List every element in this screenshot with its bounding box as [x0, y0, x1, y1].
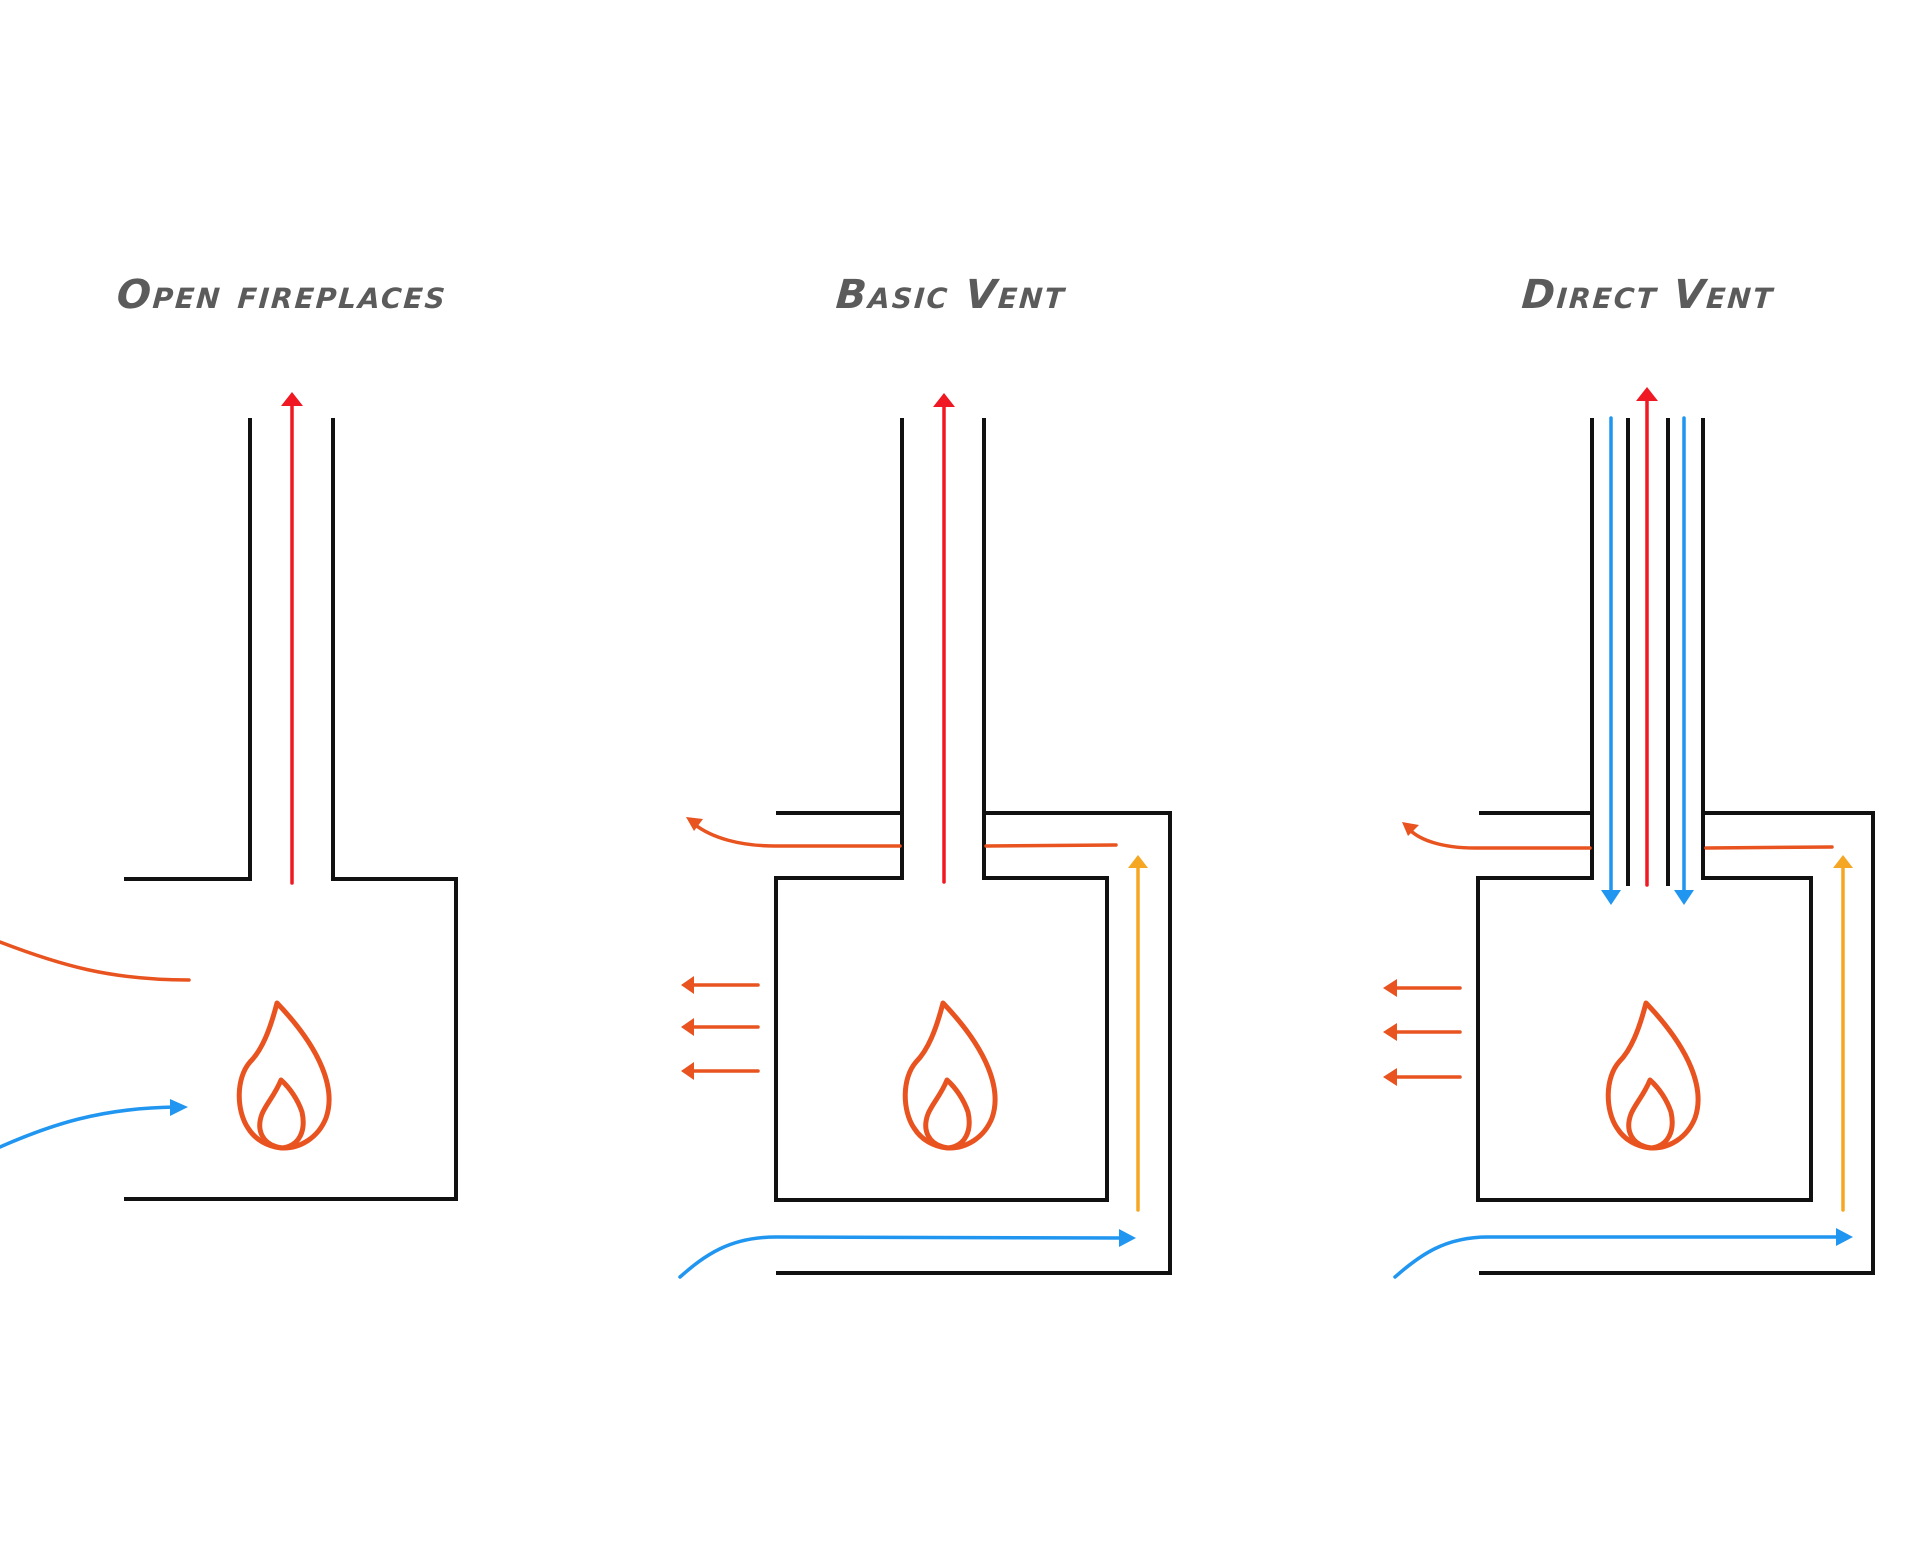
warm-air-out-curve — [0, 940, 191, 982]
heated-air-arrowhead-icon — [1833, 855, 1853, 868]
heated-air-arrowhead-icon — [1128, 855, 1148, 868]
flue-gas-arrow — [281, 392, 303, 885]
radiant-heat-arrowhead-icon — [1383, 1023, 1397, 1041]
flue-gas-arrow — [1636, 387, 1658, 887]
radiant-heat-arrowhead-icon — [681, 976, 694, 994]
heated-air-up-arrow — [1128, 855, 1148, 1212]
room-air-in-arrow — [0, 1099, 188, 1149]
warm-air-channel-line — [1704, 845, 1834, 850]
flame-icon — [236, 1000, 332, 1151]
room-air-in-arrow — [1393, 1228, 1853, 1279]
flame-icon — [902, 1000, 998, 1151]
flame-icon — [1605, 1000, 1701, 1151]
radiant-heat-arrowhead-icon — [1383, 1068, 1397, 1086]
panel-direct-vent — [1383, 387, 1875, 1279]
outside-air-down-arrow-left — [1601, 416, 1621, 905]
radiant-heat-arrowhead-icon — [681, 1018, 694, 1036]
panel-basic-vent — [678, 393, 1172, 1279]
room-air-in-arrow — [678, 1229, 1136, 1279]
warm-air-exhaust-arrowhead-icon — [1402, 822, 1419, 836]
outside-air-down-arrow-right — [1674, 416, 1694, 905]
radiant-heat-arrows — [681, 976, 760, 1080]
room-air-arrowhead-icon — [1836, 1228, 1853, 1246]
outer-casing-wall — [776, 811, 1172, 1275]
panel-open-fireplace — [0, 392, 458, 1201]
room-air-in-curve — [0, 1105, 178, 1149]
heated-air-up-arrow — [1833, 855, 1853, 1212]
warm-air-exhaust-arrow — [1402, 822, 1592, 850]
room-air-in-curve — [678, 1235, 1126, 1279]
radiant-heat-arrowhead-icon — [1383, 979, 1397, 997]
outer-casing-wall — [1479, 811, 1875, 1275]
warm-air-exhaust-arrowhead-icon — [686, 817, 703, 831]
flue-gas-arrowhead-icon — [933, 393, 955, 407]
room-air-arrowhead-icon — [170, 1099, 188, 1116]
flue-gas-arrow — [933, 393, 955, 884]
flue-gas-arrowhead-icon — [281, 392, 303, 406]
flue-gas-arrowhead-icon — [1636, 387, 1658, 401]
radiant-heat-arrows — [1383, 979, 1462, 1086]
warm-air-exhaust-arrow — [686, 817, 902, 848]
chimney-left-wall — [124, 418, 252, 881]
chimney-right-wall — [124, 418, 458, 1201]
warm-air-exhaust-curve — [692, 822, 902, 848]
outside-air-arrowhead-icon — [1674, 890, 1694, 905]
chimney-left-wall — [774, 418, 1109, 1202]
room-air-arrowhead-icon — [1119, 1229, 1136, 1247]
outer-chimney-left-wall — [1476, 418, 1813, 1202]
warm-air-channel-line — [984, 843, 1118, 848]
warm-air-exhaust-curve — [1408, 828, 1592, 850]
radiant-heat-arrowhead-icon — [681, 1062, 694, 1080]
room-air-in-curve — [1393, 1235, 1842, 1279]
outside-air-arrowhead-icon — [1601, 890, 1621, 905]
